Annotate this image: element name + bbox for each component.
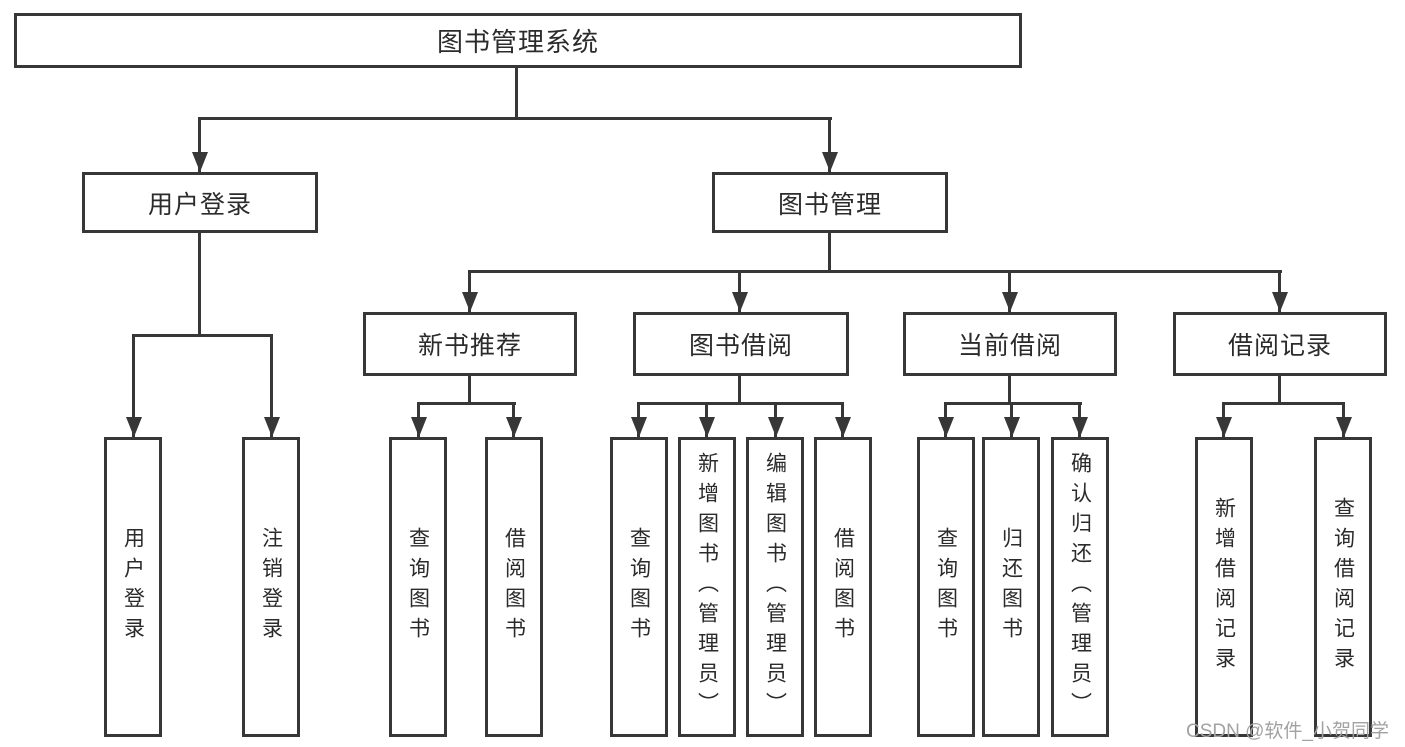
connector-line — [1222, 402, 1345, 405]
leaf-label: 查询图书 — [406, 527, 430, 647]
leaf-add-books-admin: 新增图书（管理员） — [678, 437, 736, 737]
arrow-down-icon — [1078, 402, 1081, 437]
node-borrowing-records: 借阅记录 — [1173, 312, 1387, 376]
arrow-down-icon — [198, 117, 201, 172]
arrow-down-icon — [637, 402, 640, 437]
connector-line — [637, 402, 844, 405]
connector-line — [515, 68, 518, 120]
connector-line — [944, 402, 1082, 405]
leaf-label: 借阅图书 — [831, 527, 855, 647]
leaf-user-login: 用户登录 — [104, 437, 162, 737]
arrow-down-icon — [270, 334, 273, 437]
leaf-label: 确认归还（管理员） — [1068, 452, 1092, 722]
connector-line — [738, 376, 741, 405]
leaf-return-books: 归还图书 — [982, 437, 1040, 737]
leaf-query-books-borrow: 查询图书 — [610, 437, 668, 737]
csdn-watermark: CSDN @软件_小贺同学 — [1186, 721, 1389, 742]
node-library-management-system: 图书管理系统 — [14, 13, 1022, 68]
node-book-management-module: 图书管理 — [712, 172, 948, 233]
arrow-down-icon — [1342, 402, 1345, 437]
leaf-borrow-books-recommend: 借阅图书 — [485, 437, 543, 737]
arrow-down-icon — [1010, 402, 1013, 437]
leaf-label: 新增借阅记录 — [1212, 497, 1236, 677]
leaf-query-books-recommend: 查询图书 — [389, 437, 447, 737]
arrow-down-icon — [132, 334, 135, 437]
node-current-borrowing: 当前借阅 — [903, 312, 1117, 376]
connector-line — [828, 233, 831, 273]
connector-line — [417, 402, 516, 405]
connector-line — [1278, 376, 1281, 405]
node-user-login-module: 用户登录 — [82, 172, 318, 233]
connector-line — [1008, 376, 1011, 405]
leaf-label: 查询借阅记录 — [1331, 497, 1355, 677]
connector-line — [198, 233, 201, 336]
leaf-label: 注销登录 — [259, 527, 283, 647]
leaf-borrow-books: 借阅图书 — [814, 437, 872, 737]
arrow-down-icon — [828, 117, 831, 172]
leaf-label: 查询图书 — [627, 527, 651, 647]
arrow-down-icon — [738, 270, 741, 312]
leaf-label: 查询图书 — [934, 527, 958, 647]
arrow-down-icon — [944, 402, 947, 437]
arrow-down-icon — [1008, 270, 1011, 312]
leaf-label: 编辑图书（管理员） — [763, 452, 787, 722]
arrow-down-icon — [512, 402, 515, 437]
leaf-add-borrow-record: 新增借阅记录 — [1195, 437, 1253, 737]
connector-line — [468, 376, 471, 405]
leaf-label: 新增图书（管理员） — [695, 452, 719, 722]
arrow-down-icon — [705, 402, 708, 437]
connector-line — [198, 117, 832, 120]
arrow-down-icon — [468, 270, 471, 312]
leaf-query-books-current: 查询图书 — [917, 437, 975, 737]
leaf-label: 借阅图书 — [502, 527, 526, 647]
arrow-down-icon — [1222, 402, 1225, 437]
node-new-book-recommendation: 新书推荐 — [363, 312, 577, 376]
leaf-label: 用户登录 — [121, 527, 145, 647]
connector-line — [468, 270, 1282, 273]
leaf-query-borrow-record: 查询借阅记录 — [1314, 437, 1372, 737]
node-book-borrowing: 图书借阅 — [633, 312, 849, 376]
connector-line — [132, 334, 273, 337]
arrow-down-icon — [841, 402, 844, 437]
arrow-down-icon — [774, 402, 777, 437]
leaf-edit-books-admin: 编辑图书（管理员） — [746, 437, 804, 737]
leaf-confirm-return-admin: 确认归还（管理员） — [1051, 437, 1109, 737]
leaf-logout: 注销登录 — [242, 437, 300, 737]
arrow-down-icon — [1278, 270, 1281, 312]
arrow-down-icon — [417, 402, 420, 437]
leaf-label: 归还图书 — [999, 527, 1023, 647]
